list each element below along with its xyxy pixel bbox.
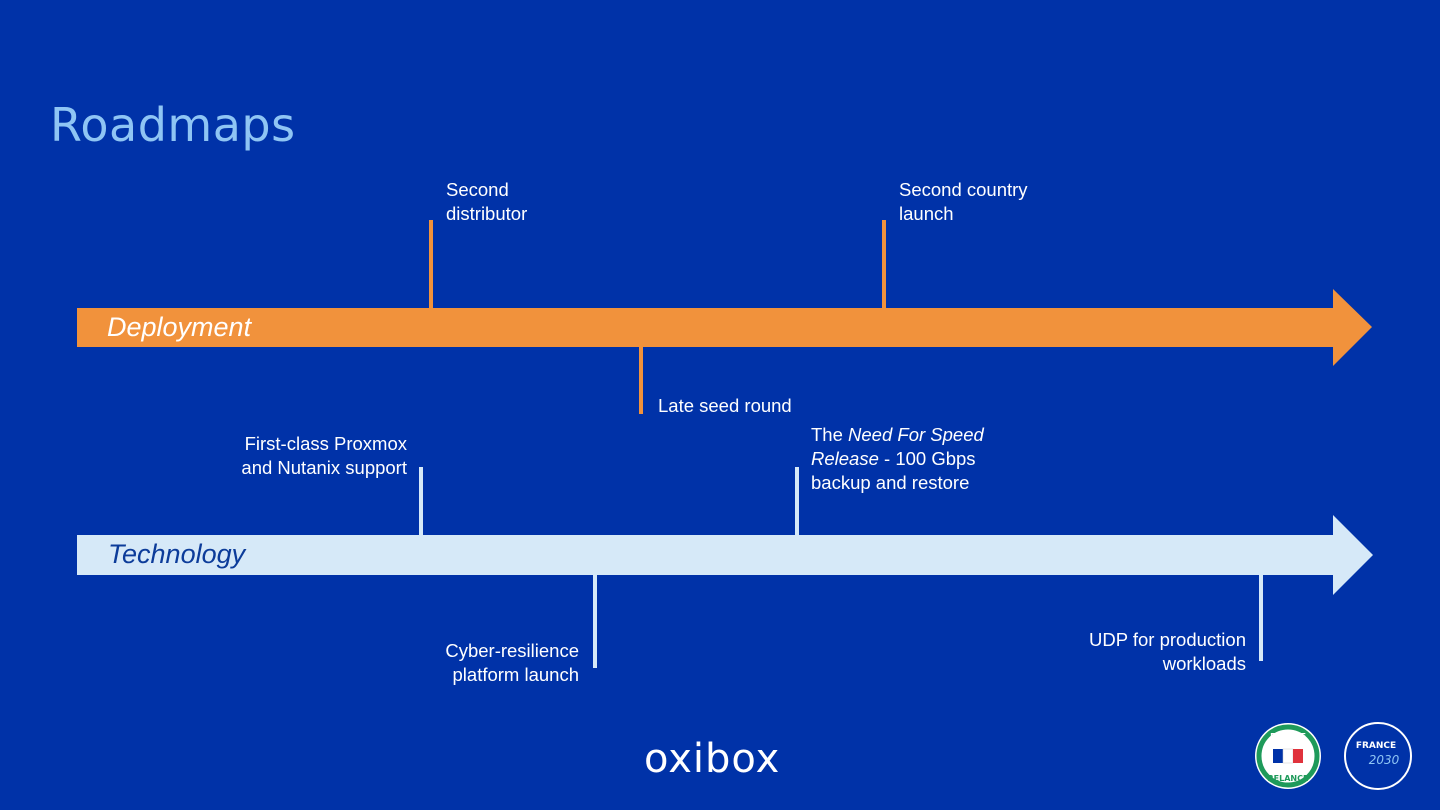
milestone-cyber: Cyber-resilience platform launch [445,639,579,687]
technology-arrow [77,515,1373,595]
milestone-line: Second country [899,179,1028,200]
milestone-line: workloads [1162,653,1246,674]
milestone-line: Second [446,179,509,200]
deployment-arrow [77,289,1372,366]
milestone-line: Release - 100 Gbps [811,448,976,469]
page-title: Roadmaps [50,98,296,152]
badge-top-text: FRANCE [1356,741,1396,751]
oxibox-logo: oxibox [644,736,781,782]
milestone-line: backup and restore [811,472,970,493]
milestone-second-country: Second country launch [899,178,1028,226]
milestone-line: distributor [446,203,528,224]
milestone-tick-cyber [593,575,597,668]
badge-top-text: FRANCE [1270,732,1306,741]
milestone-second-distributor: Second distributor [446,178,527,226]
milestone-late-seed: Late seed round [658,395,792,416]
milestone-tick-udp [1259,575,1263,661]
badge-bottom-text: RELANCE [1268,774,1309,783]
france-relance-badge: FRANCE RELANCE [1255,723,1321,789]
milestone-line: launch [899,203,954,224]
france-2030-badge: FRANCE 2030 [1344,722,1412,790]
milestone-udp: UDP for production workloads [1089,628,1246,676]
milestone-line: and Nutanix support [241,457,407,478]
milestone-tick-need-for-speed [795,467,799,535]
milestone-line: The Need For Speed [811,424,984,445]
milestone-line: platform launch [452,664,579,685]
technology-lane-label: Technology [108,539,246,569]
milestone-line: Cyber-resilience [445,640,579,661]
milestone-need-for-speed: The Need For Speed Release - 100 Gbps ba… [811,423,984,495]
milestone-line: UDP for production [1089,629,1246,650]
milestone-tick-second-country [882,220,886,308]
milestone-tick-second-distributor [429,220,433,308]
milestone-proxmox: First-class Proxmox and Nutanix support [241,432,407,480]
milestone-tick-proxmox [419,467,423,535]
deployment-lane-label: Deployment [107,312,252,342]
milestone-tick-late-seed [639,347,643,414]
milestone-line: First-class Proxmox [244,433,407,454]
badge-bottom-text: 2030 [1369,753,1400,767]
